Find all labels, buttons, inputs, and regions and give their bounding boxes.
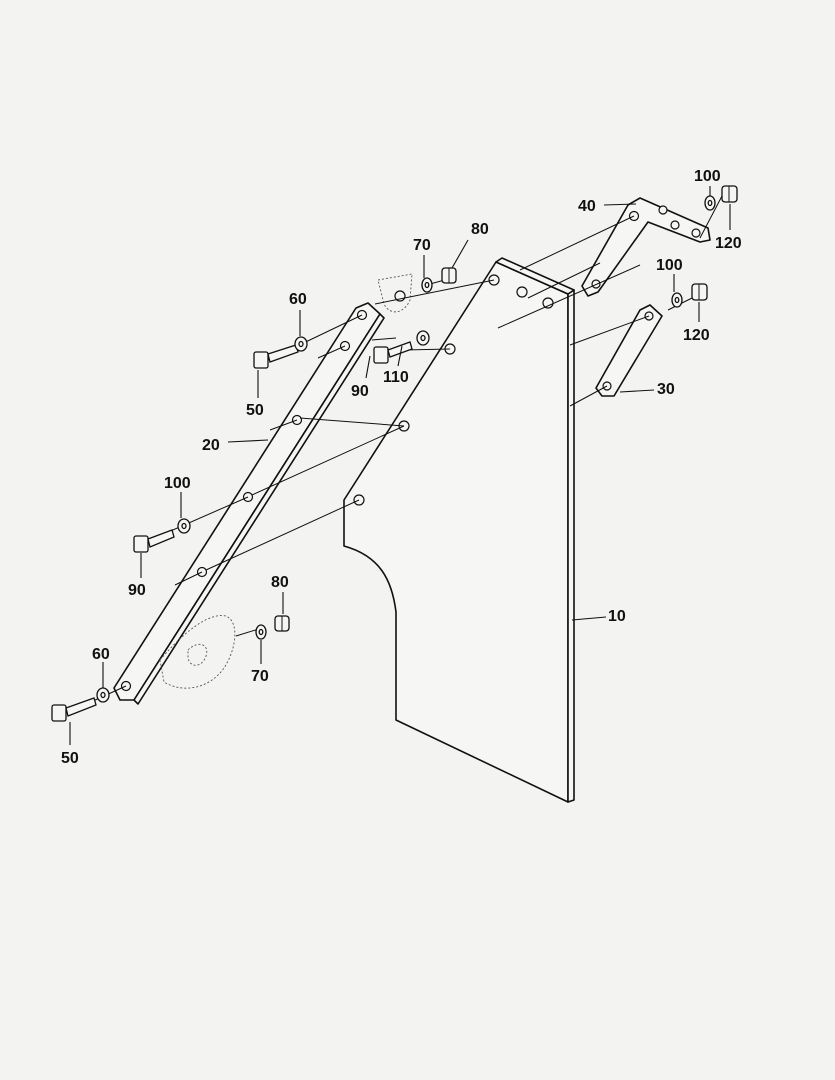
assembly-lines	[81, 195, 723, 707]
panel-hole	[542, 297, 554, 309]
callout-80: 80	[471, 221, 489, 238]
nut-120-lower	[691, 283, 708, 301]
mounting-lug-lower	[159, 615, 236, 689]
washer-110	[416, 330, 430, 346]
bolt-90-lower	[133, 529, 175, 553]
bracket-40	[581, 197, 711, 297]
bar-20	[113, 302, 385, 705]
washer-60-upper	[294, 336, 308, 352]
callout-50: 50	[61, 750, 79, 767]
nut-120-upper	[721, 185, 738, 203]
callout-labels: 10 20 30 40 50 50 60 60 70 70 80 80 90 9…	[61, 168, 742, 767]
washer-100-upper-right	[704, 195, 716, 211]
bolt-50-lower	[51, 697, 97, 722]
mounting-lug-upper	[377, 273, 413, 313]
bolt-90-upper	[373, 341, 413, 364]
callout-10: 10	[608, 608, 626, 625]
callout-110: 110	[383, 369, 409, 386]
callout-30: 30	[657, 381, 675, 398]
callout-100: 100	[656, 257, 683, 274]
bracket-hole	[658, 205, 668, 215]
callout-60: 60	[289, 291, 307, 308]
panel-10	[343, 257, 575, 803]
bracket-hole	[691, 228, 701, 238]
strap-30	[595, 304, 663, 397]
nut-80-lower	[274, 615, 290, 632]
washer-100-mid-right	[671, 292, 683, 308]
washer-100-left	[177, 518, 191, 534]
washer-70-upper	[421, 277, 433, 293]
callout-50: 50	[246, 402, 264, 419]
callout-120: 120	[715, 235, 742, 252]
washer-70-lower	[255, 624, 267, 640]
callout-70: 70	[413, 237, 431, 254]
leader-lines	[69, 186, 731, 745]
panel-hole	[516, 286, 528, 298]
callout-100: 100	[694, 168, 721, 185]
callout-60: 60	[92, 646, 110, 663]
callout-120: 120	[683, 327, 710, 344]
callout-20: 20	[202, 437, 220, 454]
callout-100: 100	[164, 475, 191, 492]
callout-80: 80	[271, 574, 289, 591]
callout-40: 40	[578, 198, 596, 215]
nut-80-upper	[441, 267, 457, 284]
callout-90: 90	[351, 383, 369, 400]
callout-70: 70	[251, 668, 269, 685]
bracket-hole	[670, 220, 680, 230]
bolt-50-upper	[253, 344, 299, 369]
callout-90: 90	[128, 582, 146, 599]
washer-60-lower	[96, 687, 110, 703]
